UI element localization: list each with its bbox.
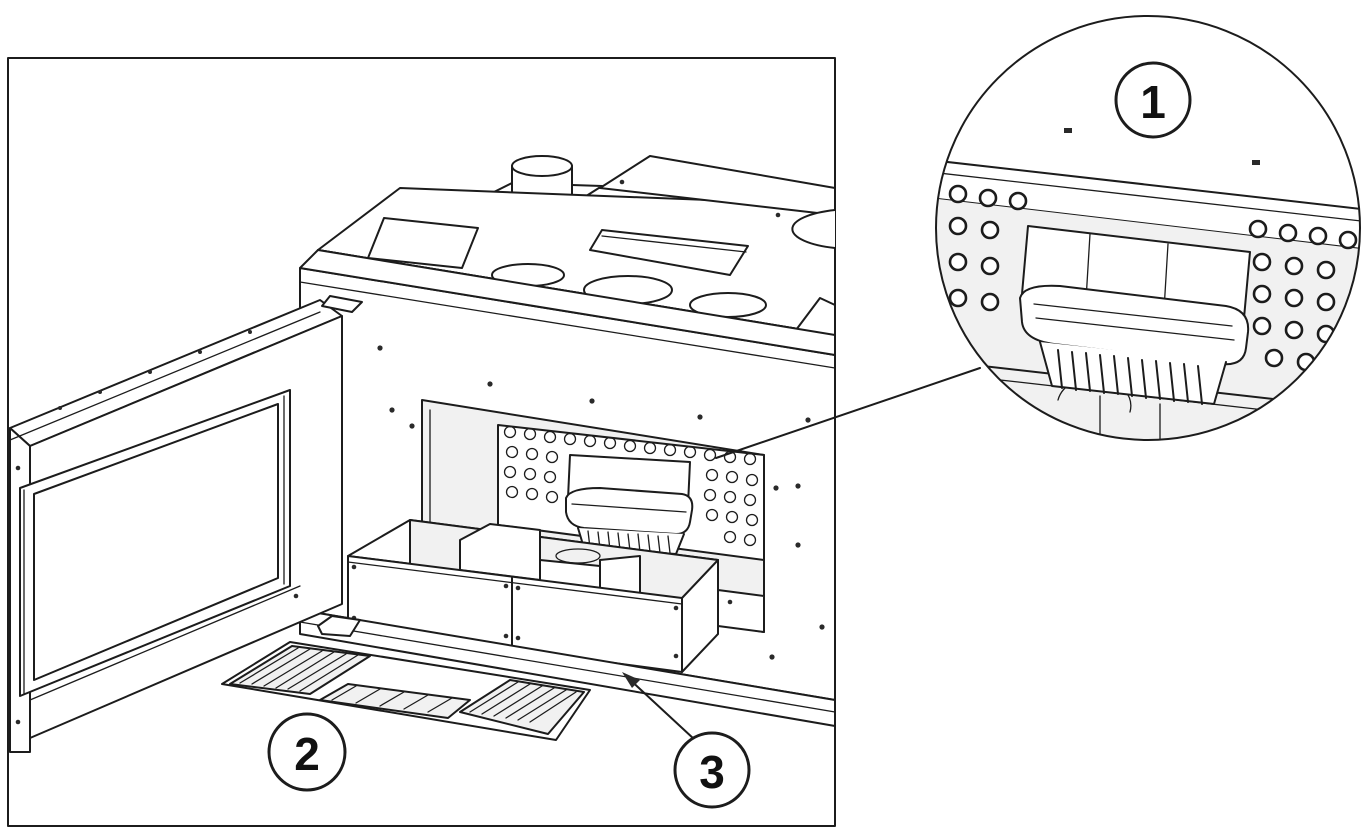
leader-line-1 [715, 367, 981, 459]
callout-2-label: 2 [294, 728, 320, 780]
callout-3-label: 3 [699, 746, 725, 798]
floor-grille [221, 641, 591, 741]
arrowhead-3 [622, 672, 640, 688]
callout-2: 2 [267, 712, 347, 792]
zoom-duct-adapter [1019, 225, 1251, 405]
callout-3: 3 [673, 731, 751, 809]
duct-adapter-small [565, 454, 694, 555]
zoom-detail-circle [935, 15, 1361, 441]
fireplace-illustration [9, 155, 836, 753]
bottom-rail [299, 609, 836, 727]
callout-1: 1 [1114, 61, 1192, 139]
callout-1-label: 1 [1140, 76, 1166, 128]
open-door-frame [9, 295, 363, 753]
trough-box [347, 519, 765, 673]
